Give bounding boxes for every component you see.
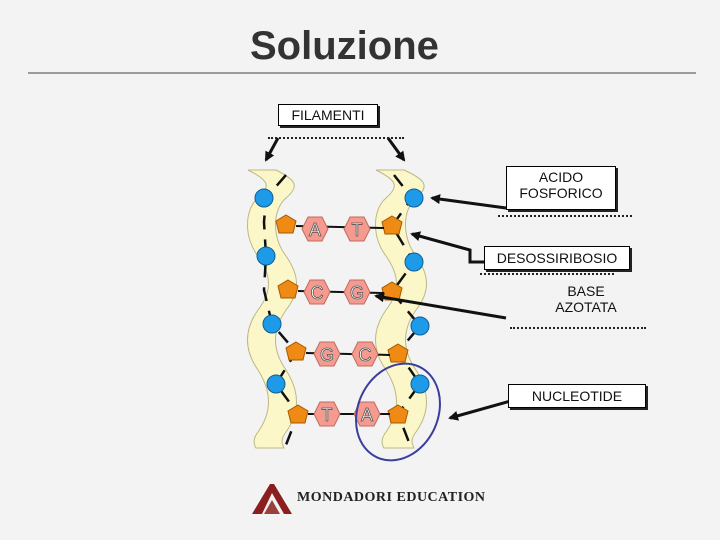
phosphate	[257, 247, 275, 265]
arrow-nucleotide	[450, 400, 514, 418]
base-letter: A	[361, 405, 373, 425]
phosphate	[405, 189, 423, 207]
label-acido-line1: ACIDO	[507, 169, 615, 185]
label-acido-line2: FOSFORICO	[507, 185, 615, 201]
blank-acido-fosforico	[498, 215, 632, 217]
mondadori-logo-icon	[250, 482, 296, 516]
sugar	[286, 342, 306, 360]
label-desossiribosio-text: DESOSSIRIBOSIO	[497, 250, 618, 266]
label-acido-fosforico: ACIDO FOSFORICO	[506, 166, 616, 210]
phosphate	[405, 253, 423, 271]
base-letter: T	[352, 220, 363, 240]
phosphate	[411, 375, 429, 393]
label-desossiribosio: DESOSSIRIBOSIO	[484, 246, 630, 270]
blank-base-azotata	[510, 327, 646, 329]
base-letter: C	[311, 283, 324, 303]
arrow-desossiribosio	[412, 234, 484, 262]
base-letter: T	[322, 405, 333, 425]
blank-desossiribosio	[480, 273, 614, 275]
label-nucleotide-text: NUCLEOTIDE	[532, 388, 622, 404]
label-filamenti: FILAMENTI	[278, 104, 378, 126]
base-letter: G	[320, 345, 334, 365]
base-group: A T C G G C T A	[302, 217, 380, 426]
label-nucleotide: NUCLEOTIDE	[508, 384, 646, 408]
phosphate	[263, 315, 281, 333]
bond-group	[296, 226, 390, 414]
phosphate	[255, 189, 273, 207]
base-letter: G	[350, 283, 364, 303]
blank-filamenti	[268, 137, 404, 139]
arrow-filamenti-right	[388, 138, 404, 160]
phosphate	[267, 375, 285, 393]
sugar	[276, 215, 296, 233]
label-base-azotata: BASE AZOTATA	[534, 280, 638, 322]
left-strand	[248, 170, 297, 448]
label-filamenti-text: FILAMENTI	[291, 107, 364, 123]
base-letter: A	[309, 220, 321, 240]
publisher-name: MONDADORI EDUCATION	[297, 490, 486, 506]
phosphate	[411, 317, 429, 335]
label-base-line1: BASE	[535, 283, 637, 299]
base-letter: C	[359, 345, 372, 365]
label-base-line2: AZOTATA	[535, 299, 637, 315]
arrow-filamenti-left	[266, 138, 278, 160]
arrow-acido-fosforico	[432, 198, 506, 208]
